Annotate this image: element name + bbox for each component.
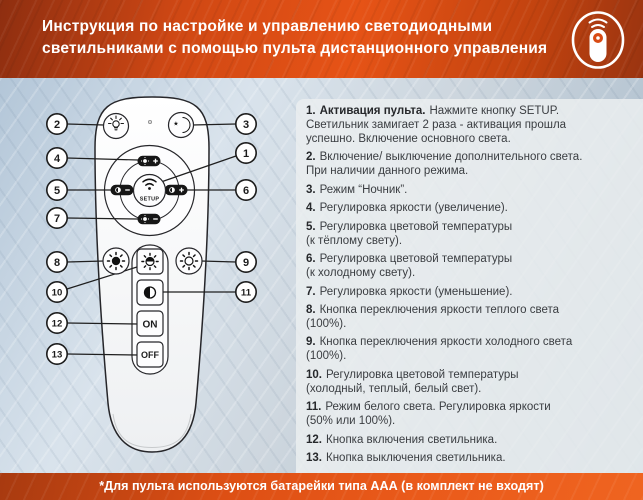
- battery-note: *Для пульта используются батарейки типа …: [99, 479, 544, 493]
- instructions-panel: [296, 99, 643, 473]
- instruction-item: 2.Включение/ выключение дополнительного …: [306, 151, 583, 178]
- instruction-item: 11.Режим белого света. Регулировка яркос…: [306, 401, 551, 428]
- instruction-item: 4.Регулировка яркости (увеличение).: [306, 202, 508, 215]
- instruction-item: 10.Регулировка цветовой температуры (хол…: [306, 368, 519, 395]
- main-area: 1.Активация пульта.Нажмите кнопку SETUP.…: [0, 78, 643, 473]
- instruction-item: 3.Режим “Ночник”.: [306, 183, 408, 196]
- instructions-list: 1.Активация пульта.Нажмите кнопку SETUP.…: [306, 105, 638, 471]
- remote-control-icon: [571, 11, 625, 69]
- instruction-item: 8.Кнопка переключения яркости теплого св…: [306, 304, 560, 330]
- instruction-item: 9.Кнопка переключения яркости холодного …: [306, 336, 573, 363]
- instruction-item: 6.Регулировка цветовой температуры (к хо…: [306, 253, 513, 280]
- instruction-item: 7.Регулировка яркости (уменьшение).: [306, 285, 513, 298]
- header-banner: Инструкция по настройке и управлению све…: [0, 0, 643, 78]
- instruction-item: 1.Активация пульта.Нажмите кнопку SETUP.…: [306, 105, 567, 145]
- instruction-item: 12.Кнопка включения светильника.: [306, 433, 498, 446]
- footer-banner: *Для пульта используются батарейки типа …: [0, 473, 643, 500]
- instruction-item: 5.Регулировка цветовой температуры (к тё…: [306, 220, 513, 247]
- instruction-item: 13.Кнопка выключения светильника.: [306, 452, 506, 465]
- page-title: Инструкция по настройке и управлению све…: [42, 18, 548, 57]
